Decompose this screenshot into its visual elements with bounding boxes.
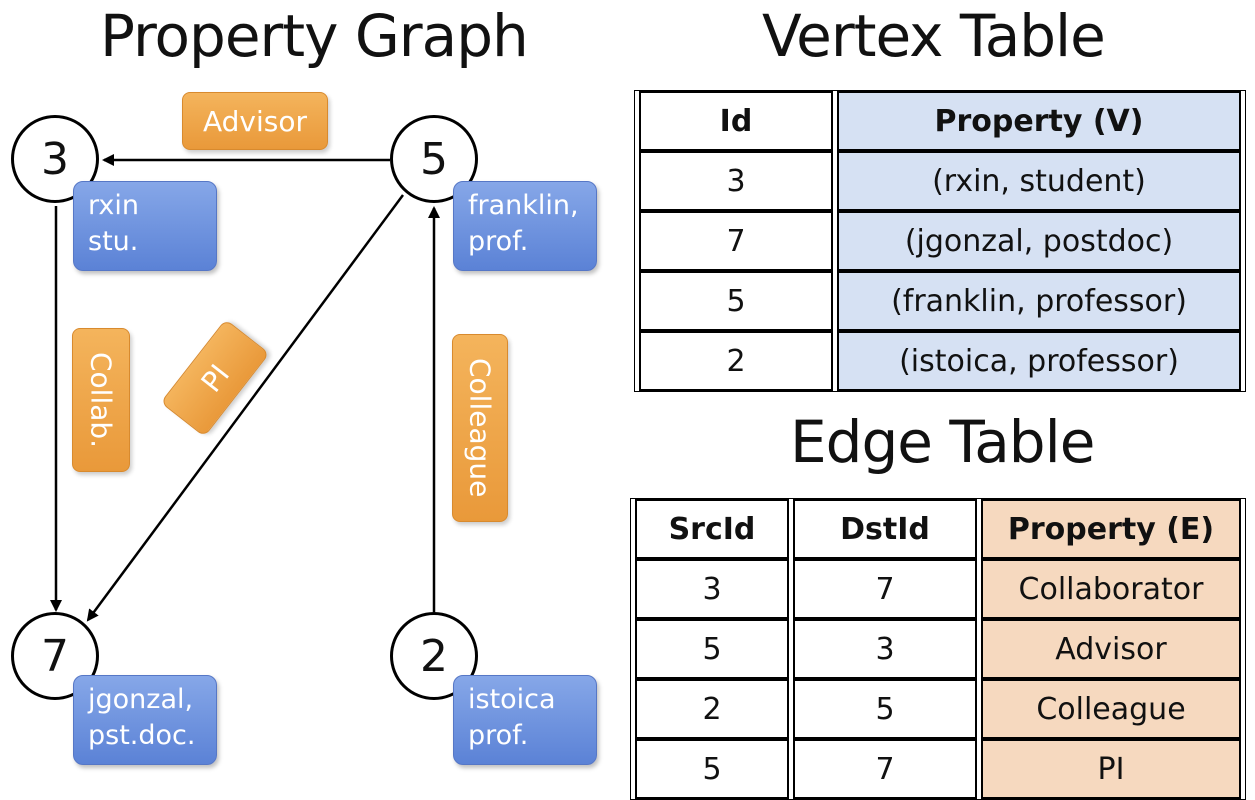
edge-table: SrcId DstId Property (E) 3 7 Collaborato… [630, 498, 1246, 800]
edge-dstid-cell: 7 [793, 739, 977, 799]
edge-table-title: Edge Table [790, 408, 1095, 476]
vertex-5: 5 [390, 115, 478, 203]
edge-label-advisor: Advisor [182, 92, 328, 150]
edge-table-header-srcid: SrcId [635, 499, 789, 559]
table-row: 3 7 Collaborator [635, 559, 1241, 619]
graph-title: Property Graph [100, 2, 529, 70]
vertex-table-title: Vertex Table [762, 2, 1106, 70]
edge-5-7 [86, 194, 405, 622]
table-row: 5 3 Advisor [635, 619, 1241, 679]
edge-property-cell: PI [981, 739, 1241, 799]
edge-property-cell: Colleague [981, 679, 1241, 739]
table-row: 3 (rxin, student) [639, 151, 1241, 211]
vertex-table-header-property: Property (V) [837, 91, 1241, 151]
table-row: 7 (jgonzal, postdoc) [639, 211, 1241, 271]
edge-dstid-cell: 7 [793, 559, 977, 619]
table-row: 2 (istoica, professor) [639, 331, 1241, 391]
vertex-2-property: istoica prof. [453, 675, 597, 765]
graph-edges [50, 154, 440, 622]
vertex-property-cell: (rxin, student) [837, 151, 1241, 211]
table-row: 2 5 Colleague [635, 679, 1241, 739]
edge-label-collab: Collab. [72, 328, 130, 472]
vertex-id-cell: 7 [639, 211, 833, 271]
edge-srcid-cell: 2 [635, 679, 789, 739]
vertex-5-property: franklin, prof. [453, 181, 597, 271]
edge-table-header-property: Property (E) [981, 499, 1241, 559]
vertex-id-cell: 2 [639, 331, 833, 391]
vertex-id-cell: 3 [639, 151, 833, 211]
edge-table-header: SrcId DstId Property (E) [635, 499, 1241, 559]
vertex-table: Id Property (V) 3 (rxin, student) 7 (jgo… [634, 90, 1246, 392]
edge-srcid-cell: 3 [635, 559, 789, 619]
vertex-property-cell: (istoica, professor) [837, 331, 1241, 391]
edge-property-cell: Advisor [981, 619, 1241, 679]
edge-srcid-cell: 5 [635, 619, 789, 679]
edge-dstid-cell: 5 [793, 679, 977, 739]
edge-dstid-cell: 3 [793, 619, 977, 679]
vertex-2: 2 [390, 612, 478, 700]
edge-table-header-dstid: DstId [793, 499, 977, 559]
table-row: 5 (franklin, professor) [639, 271, 1241, 331]
vertex-3-property: rxin stu. [73, 181, 217, 271]
vertex-table-header-id: Id [639, 91, 833, 151]
vertex-table-header: Id Property (V) [639, 91, 1241, 151]
edge-srcid-cell: 5 [635, 739, 789, 799]
vertex-property-cell: (jgonzal, postdoc) [837, 211, 1241, 271]
vertex-7-property: jgonzal, pst.doc. [73, 675, 217, 765]
vertex-property-cell: (franklin, professor) [837, 271, 1241, 331]
edge-property-cell: Collaborator [981, 559, 1241, 619]
table-row: 5 7 PI [635, 739, 1241, 799]
vertex-id-cell: 5 [639, 271, 833, 331]
edge-label-colleague: Colleague [452, 334, 508, 522]
